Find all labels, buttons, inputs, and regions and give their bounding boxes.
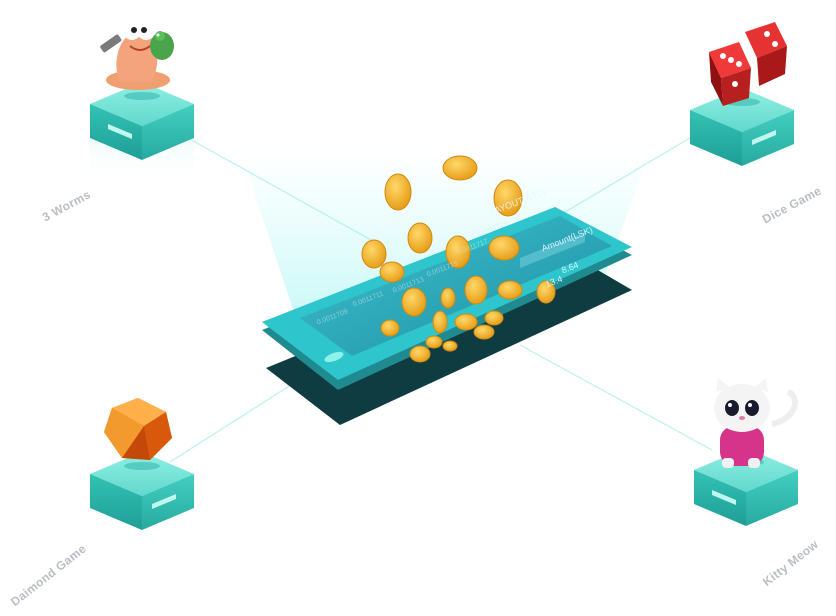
phone-screen (300, 216, 612, 356)
kitty-character-icon (714, 378, 799, 468)
pedestal-worms (90, 82, 194, 182)
pedestal-kitty (694, 448, 798, 526)
home-button (324, 351, 344, 363)
diamond-gem-icon (104, 398, 172, 460)
pedestal-dice (690, 88, 794, 166)
worms-character-icon (100, 16, 174, 90)
dice-icon (709, 22, 787, 106)
pedestal-diamond (90, 452, 194, 530)
coins (361, 155, 556, 363)
